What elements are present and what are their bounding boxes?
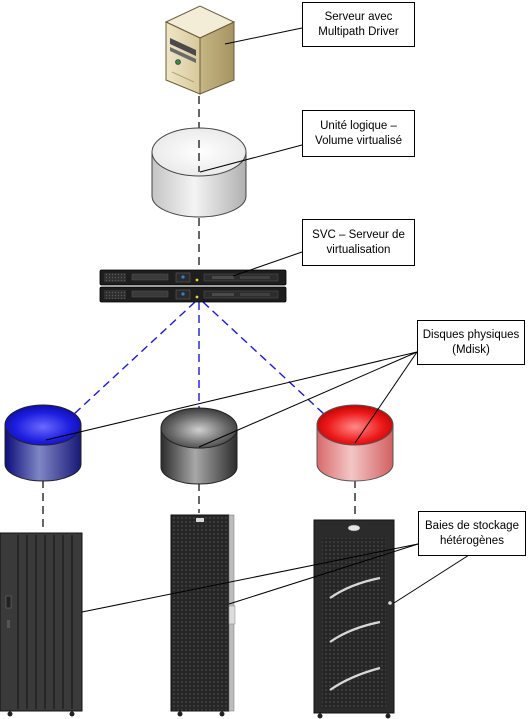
callout-physical-disks-line1: Disques physiques — [422, 328, 520, 341]
callout-storage-arrays-line1: Baies de stockage — [425, 519, 519, 532]
callout-physical-disks: Disques physiques (Mdisk) — [417, 320, 525, 365]
storage-array-right-icon — [313, 519, 395, 719]
dashed-connectors — [42, 96, 356, 530]
logical-unit-cylinder — [151, 127, 247, 218]
mdisk-gray-cylinder — [160, 407, 238, 485]
callout-leaders — [45, 27, 481, 613]
callout-svc-line1: SVC – Serveur de — [312, 228, 405, 241]
callout-server-line1: Serveur avec — [324, 10, 393, 23]
mdisk-blue-cylinder — [4, 404, 82, 482]
callout-physical-disks-line2: (Mdisk) — [452, 343, 490, 356]
callout-logical-unit: Unité logique – Volume virtualisé — [302, 110, 415, 157]
callout-storage-arrays-line2: hétérogènes — [440, 534, 504, 547]
callout-server-line2: Multipath Driver — [318, 25, 399, 38]
server-icon — [164, 5, 236, 95]
svc-server-icon — [99, 269, 287, 303]
storage-array-middle-icon — [170, 514, 236, 717]
callout-storage-arrays: Baies de stockage hétérogènes — [418, 511, 526, 556]
callout-svc: SVC – Serveur de virtualisation — [302, 219, 415, 266]
callout-logical-unit-line2: Volume virtualisé — [315, 134, 402, 147]
callout-server: Serveur avec Multipath Driver — [302, 2, 415, 47]
storage-array-left-icon — [0, 532, 83, 717]
callout-svc-line2: virtualisation — [326, 243, 391, 256]
callout-logical-unit-line1: Unité logique – — [320, 119, 397, 132]
